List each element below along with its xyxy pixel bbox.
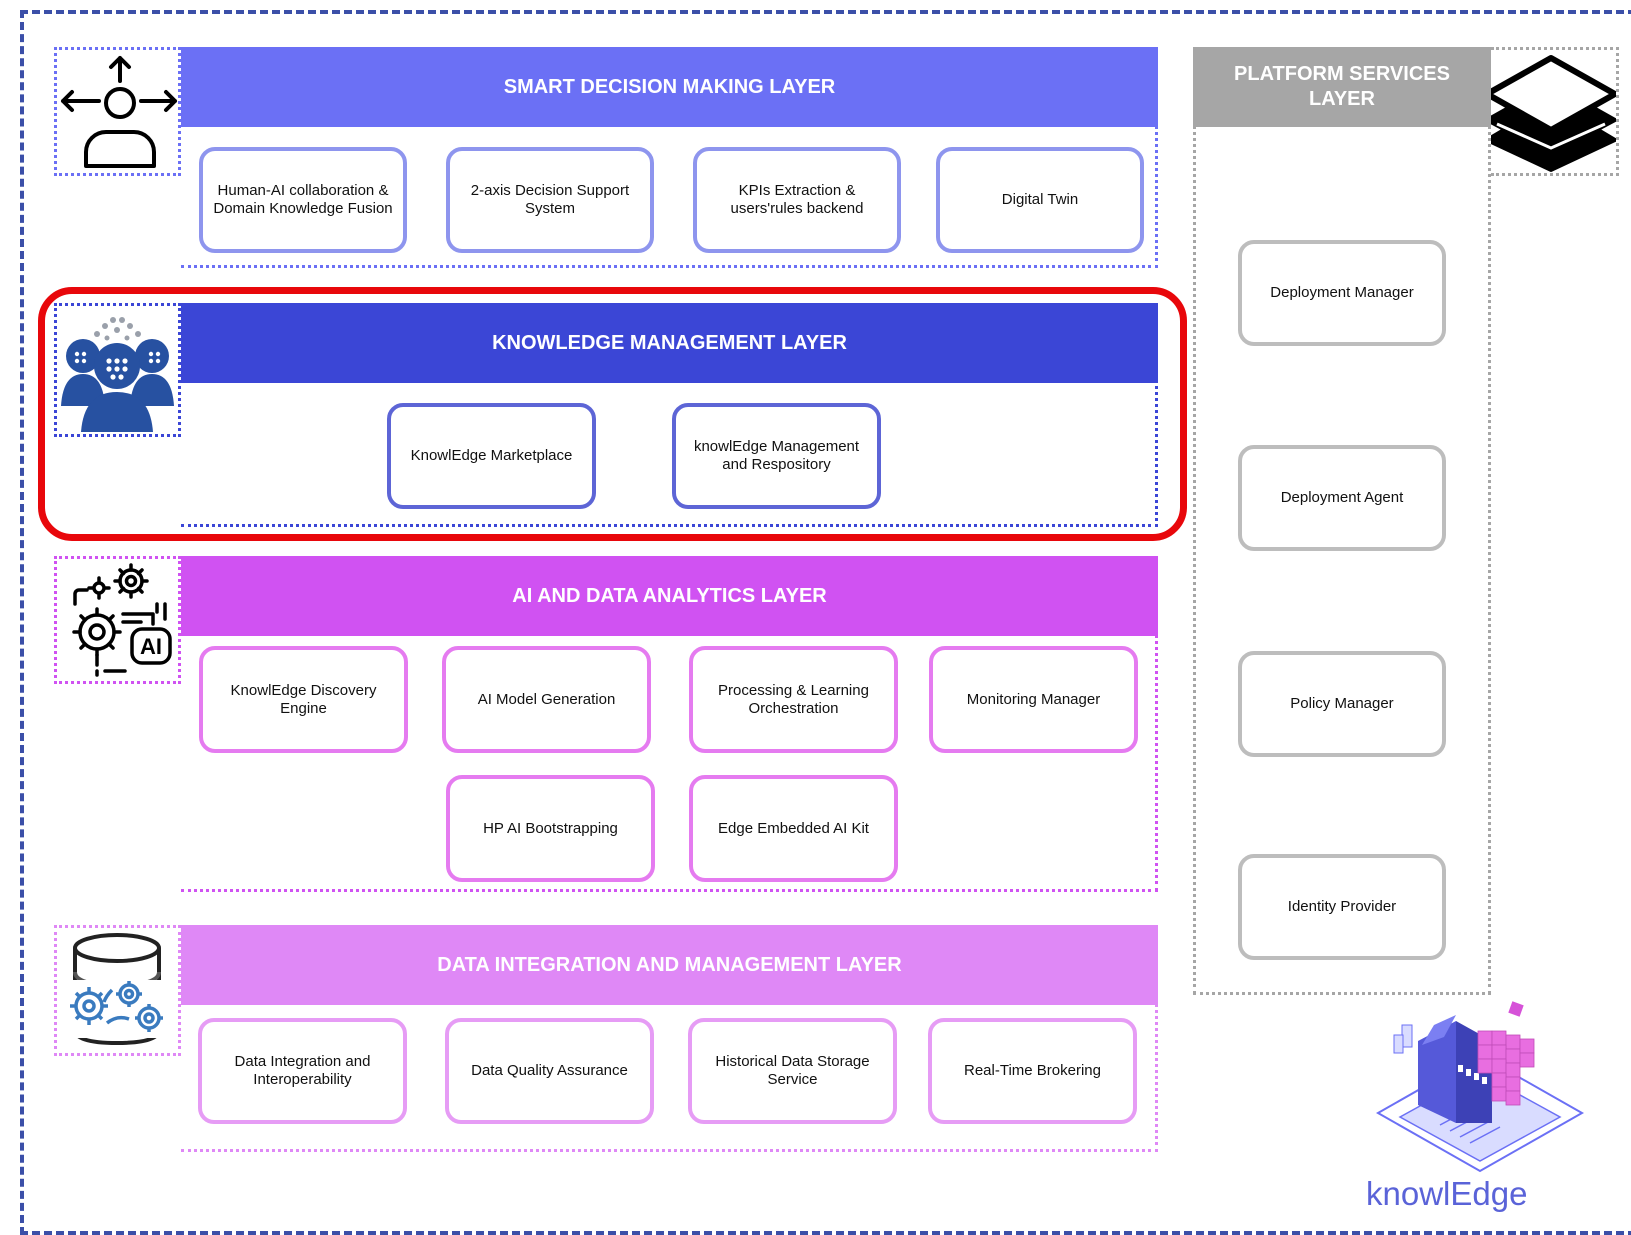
platform-layer-icon-box xyxy=(1484,47,1619,176)
logo-wordmark: knowlEdge xyxy=(1366,1175,1528,1212)
stacked-layers-icon xyxy=(1484,55,1618,172)
knowledge-layer-title: KNOWLEDGE MANAGEMENT LAYER xyxy=(492,331,847,354)
knowledge-layer-icon-box xyxy=(54,303,181,437)
platform-layer-header: PLATFORM SERVICES LAYER xyxy=(1193,47,1491,127)
knowledge-layer-header: KNOWLEDGE MANAGEMENT LAYER xyxy=(181,303,1158,383)
ai-layer-icon-box: AI xyxy=(54,556,181,684)
people-network-icon xyxy=(61,317,174,432)
knowledge-logo: knowlEdge xyxy=(1360,995,1600,1220)
gears-ai-icon: AI xyxy=(72,563,172,677)
identity-provider-component[interactable]: Identity Provider xyxy=(1238,854,1446,960)
data-layer-header: DATA INTEGRATION AND MANAGEMENT LAYER xyxy=(181,925,1158,1005)
database-gears-icon xyxy=(65,933,169,1046)
data-layer-title: DATA INTEGRATION AND MANAGEMENT LAYER xyxy=(437,953,902,976)
smart-layer-icon-box xyxy=(54,47,181,176)
knowledge-marketplace-component[interactable]: KnowlEdge Marketplace xyxy=(387,403,596,509)
deployment-agent-component[interactable]: Deployment Agent xyxy=(1238,445,1446,551)
knowledge-layer-highlight xyxy=(38,287,1187,541)
ai-layer-header: AI AND DATA ANALYTICS LAYER xyxy=(181,556,1158,636)
deployment-manager-component[interactable]: Deployment Manager xyxy=(1238,240,1446,346)
data-quality-component[interactable]: Data Quality Assurance xyxy=(445,1018,654,1124)
discovery-engine-component[interactable]: KnowlEdge Discovery Engine xyxy=(199,646,408,753)
decision-support-component[interactable]: 2-axis Decision Support System xyxy=(446,147,654,253)
edge-embedded-ai-kit-component[interactable]: Edge Embedded AI Kit xyxy=(689,775,898,882)
data-integration-component[interactable]: Data Integration and Interoperability xyxy=(198,1018,407,1124)
ai-badge-text: AI xyxy=(140,634,162,659)
hp-ai-bootstrapping-component[interactable]: HP AI Bootstrapping xyxy=(446,775,655,882)
smart-layer-title: SMART DECISION MAKING LAYER xyxy=(503,75,836,98)
ai-model-generation-component[interactable]: AI Model Generation xyxy=(442,646,651,753)
platform-layer-title: PLATFORM SERVICES LAYER xyxy=(1234,63,1450,110)
smart-layer-header: SMART DECISION MAKING LAYER xyxy=(181,47,1158,127)
knowledge-repository-component[interactable]: knowlEdge Management and Respository xyxy=(672,403,881,509)
kpis-extraction-component[interactable]: KPIs Extraction & users'rules backend xyxy=(693,147,901,253)
person-arrows-icon xyxy=(61,56,177,168)
policy-manager-component[interactable]: Policy Manager xyxy=(1238,651,1446,757)
historical-storage-component[interactable]: Historical Data Storage Service xyxy=(688,1018,897,1124)
data-layer-icon-box xyxy=(54,925,181,1056)
monitoring-manager-component[interactable]: Monitoring Manager xyxy=(929,646,1138,753)
human-ai-collaboration-component[interactable]: Human-AI collaboration & Domain Knowledg… xyxy=(199,147,407,253)
ai-layer-title: AI AND DATA ANALYTICS LAYER xyxy=(512,584,827,607)
factory-cube-logo xyxy=(1375,1001,1585,1173)
processing-orchestration-component[interactable]: Processing & Learning Orchestration xyxy=(689,646,898,753)
outer-frame xyxy=(20,10,1631,1235)
digital-twin-component[interactable]: Digital Twin xyxy=(936,147,1144,253)
real-time-brokering-component[interactable]: Real-Time Brokering xyxy=(928,1018,1137,1124)
